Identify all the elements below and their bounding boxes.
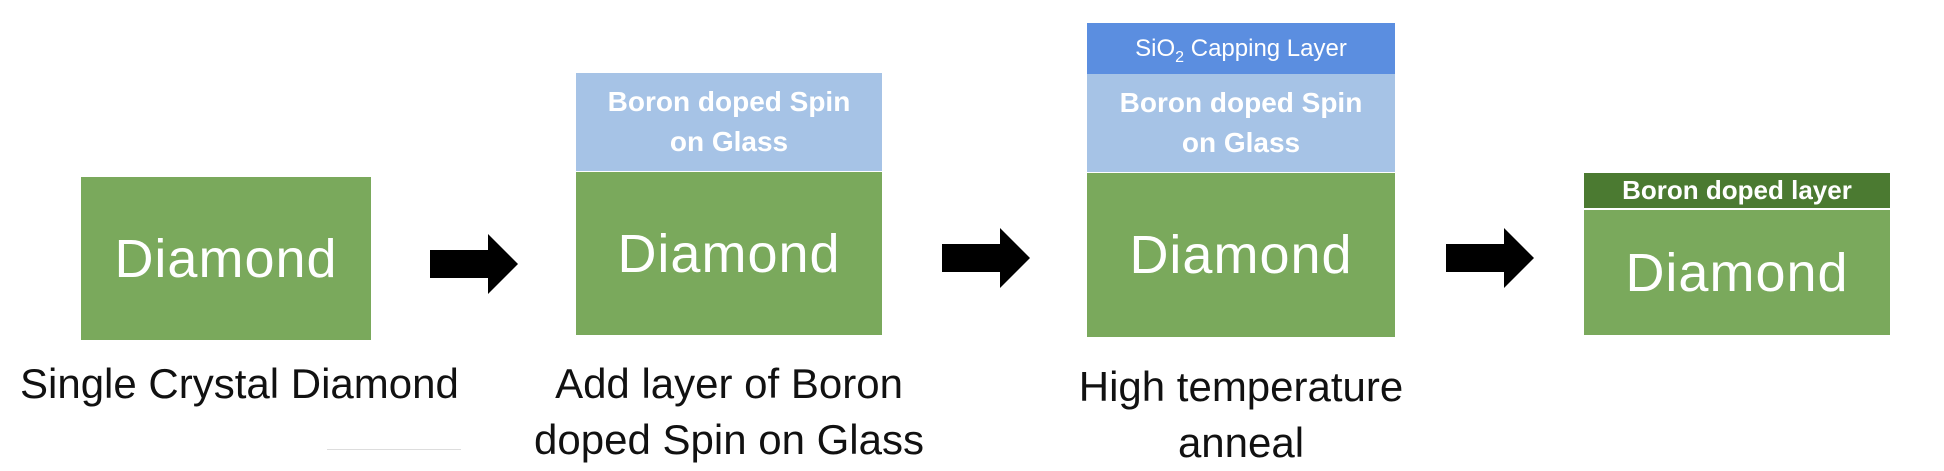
right-arrow-icon <box>942 228 1030 288</box>
capping-layer-block-step3: SiO2 Capping Layer <box>1087 23 1395 74</box>
caption-step2: Add layer of Boron doped Spin on Glass <box>519 356 939 468</box>
capping-layer-label: SiO2 Capping Layer <box>1135 34 1347 66</box>
sog-label-line1: Boron doped Spin <box>607 86 851 117</box>
diamond-label: Diamond <box>1129 225 1353 285</box>
diamond-label: Diamond <box>617 223 841 284</box>
diamond-block-step4: Diamond <box>1584 210 1890 335</box>
caption-line: Add layer of Boron <box>555 360 903 407</box>
caption-line: Single Crystal Diamond <box>20 360 459 407</box>
diamond-label: Diamond <box>114 228 338 289</box>
sog-label-line2: on Glass <box>1181 127 1301 158</box>
caption-step1: Single Crystal Diamond <box>20 356 459 412</box>
caption-line: anneal <box>1177 419 1305 466</box>
divider <box>327 449 461 450</box>
spin-on-glass-block-step2: Boron doped Spin on Glass <box>576 73 882 171</box>
sog-label-line2: on Glass <box>669 126 789 157</box>
diamond-block-step3: Diamond <box>1087 173 1395 337</box>
diamond-block-step1: Diamond <box>81 177 371 340</box>
right-arrow-icon <box>430 234 518 294</box>
sog-label-line1: Boron doped Spin <box>1119 87 1363 118</box>
caption-step3: High temperature anneal <box>1031 359 1451 471</box>
boron-doped-layer-block-step4: Boron doped layer <box>1584 173 1890 208</box>
right-arrow-icon <box>1446 228 1534 288</box>
diamond-label: Diamond <box>1625 242 1849 303</box>
spin-on-glass-block-step3: Boron doped Spin on Glass <box>1087 74 1395 172</box>
boron-doped-layer-label: Boron doped layer <box>1622 175 1852 205</box>
caption-line: doped Spin on Glass <box>534 416 924 463</box>
caption-line: High temperature <box>1078 363 1404 410</box>
diamond-block-step2: Diamond <box>576 172 882 335</box>
